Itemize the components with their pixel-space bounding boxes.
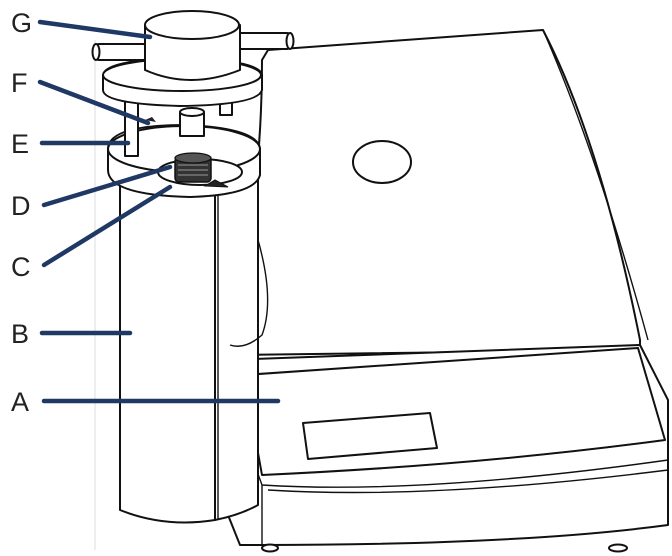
callout-label-b: B xyxy=(11,319,29,349)
top-port xyxy=(352,140,412,184)
callout-label-c: C xyxy=(11,252,31,282)
callout-label-f: F xyxy=(11,68,28,98)
callout-line-f xyxy=(37,79,151,126)
callout-label-d: D xyxy=(11,191,31,221)
display-window xyxy=(302,412,438,460)
callout-line-g xyxy=(37,19,153,40)
cap-assembly xyxy=(91,10,295,137)
callout-label-g: G xyxy=(11,8,32,38)
foot-right xyxy=(608,543,628,553)
side-pin-right xyxy=(237,32,291,50)
cylinder xyxy=(119,169,269,524)
instrument-body xyxy=(225,29,669,553)
callout-line-c xyxy=(41,184,173,268)
callout-line-d xyxy=(41,164,173,208)
callout-label-e: E xyxy=(11,129,29,159)
callout-label-a: A xyxy=(11,387,29,417)
side-pin-left xyxy=(95,43,147,61)
foot-left xyxy=(261,543,279,553)
